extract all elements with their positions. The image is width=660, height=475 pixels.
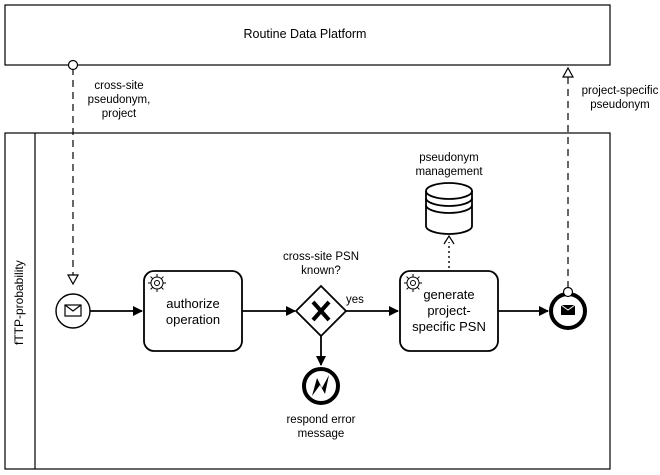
data-association-arrowhead <box>443 234 455 245</box>
pool-routine-data-platform <box>4 4 611 66</box>
task-generate-label: generate project- specific PSN <box>412 287 486 334</box>
message-flow-source-circle <box>67 59 79 71</box>
outgoing-message-label: project-specific pseudonym <box>581 85 659 111</box>
gear-icon <box>148 274 166 292</box>
pool-title-fttp-probability: fTTP-probability <box>12 260 26 345</box>
gear-icon <box>404 274 422 292</box>
envelope-icon <box>64 304 82 317</box>
incoming-message-label: cross-site pseudonym, project <box>87 80 151 120</box>
data-store-cylinder <box>425 182 473 235</box>
x-icon <box>311 300 331 322</box>
pool-title-routine-data-platform: Routine Data Platform <box>243 27 367 41</box>
data-store-label: pseudonym management <box>415 152 483 178</box>
gateway-yes-label: yes <box>346 294 364 306</box>
filled-envelope-icon <box>560 304 576 315</box>
task-authorize-label: authorize operation <box>165 296 221 327</box>
gateway-label: cross-site PSN known? <box>282 251 360 277</box>
message-flow-source-circle <box>562 286 574 298</box>
lightning-error-icon <box>312 375 329 396</box>
error-end-label: respond error message <box>286 414 356 440</box>
